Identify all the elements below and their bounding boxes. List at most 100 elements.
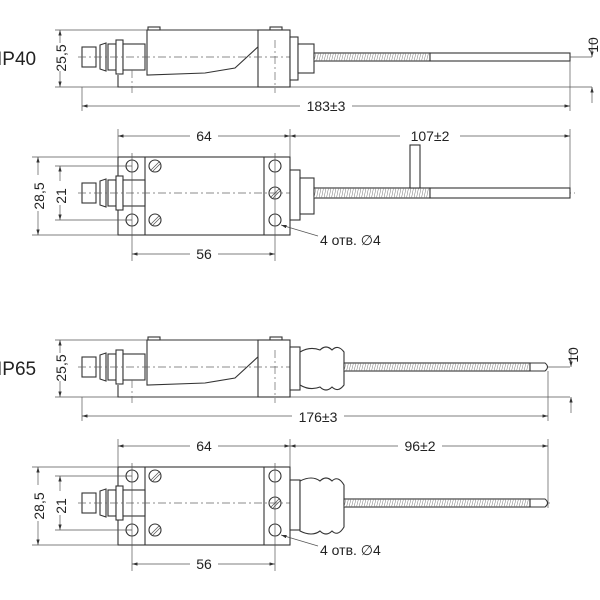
lid-tab xyxy=(147,336,161,341)
rod-tip xyxy=(529,498,549,508)
thread-line xyxy=(318,52,322,62)
thread-line xyxy=(366,52,369,62)
thread-line xyxy=(513,362,517,372)
thread-line xyxy=(426,362,429,372)
thread-line xyxy=(383,498,387,508)
thread-line xyxy=(478,498,482,508)
thread-line xyxy=(476,498,479,508)
thread-line xyxy=(423,362,427,372)
thread-line xyxy=(408,362,412,372)
thread-line xyxy=(523,498,527,508)
thread-line xyxy=(406,187,409,199)
thread-line xyxy=(508,498,512,508)
thread-line xyxy=(396,187,399,199)
total-length-dim: 176±3 xyxy=(299,409,338,425)
thread-line xyxy=(316,187,319,199)
actuator-flag xyxy=(409,144,421,189)
thread-line xyxy=(358,498,362,508)
thread-line xyxy=(483,498,487,508)
thread-line xyxy=(456,498,459,508)
thread-line xyxy=(496,498,499,508)
thread-line xyxy=(383,52,387,62)
thread-line xyxy=(348,52,352,62)
thread-line xyxy=(343,362,347,372)
thread-line xyxy=(388,498,392,508)
thread-line xyxy=(526,498,529,508)
bellows xyxy=(299,477,345,535)
thread-line xyxy=(351,362,354,372)
thread-line xyxy=(393,52,397,62)
thread-line xyxy=(391,362,394,372)
thread-line xyxy=(421,52,424,62)
thread-line xyxy=(331,52,334,62)
thread-line xyxy=(471,498,474,508)
side-view xyxy=(55,336,573,421)
thread-line xyxy=(368,187,372,199)
thread-line xyxy=(378,498,382,508)
hole-spacing-y-dim: 21 xyxy=(53,188,69,204)
thread-line xyxy=(321,187,324,199)
thread-line xyxy=(388,52,392,62)
thread-line xyxy=(518,362,522,372)
thread-line xyxy=(368,52,372,62)
total-length-dim: 183±3 xyxy=(307,98,346,114)
variant-label: IP65 xyxy=(0,359,36,380)
top-view xyxy=(32,439,552,571)
thread-line xyxy=(503,362,507,372)
thread-line xyxy=(431,362,434,372)
thread-line xyxy=(401,187,404,199)
thread-line xyxy=(366,362,369,372)
screw-slot xyxy=(150,215,160,225)
thread-line xyxy=(516,498,519,508)
plunger-ring xyxy=(99,42,107,72)
thread-line xyxy=(473,362,477,372)
thread-line xyxy=(481,498,484,508)
thread-line xyxy=(356,52,359,62)
thread-line xyxy=(381,52,384,62)
thread-line xyxy=(323,52,327,62)
thread-line xyxy=(348,498,352,508)
thread-line xyxy=(333,52,337,62)
lid-tab xyxy=(147,26,161,31)
thread-line xyxy=(351,187,354,199)
boss xyxy=(297,43,315,74)
thread-line xyxy=(376,52,379,62)
thread-line xyxy=(503,498,507,508)
thread-line xyxy=(498,362,502,372)
thread-line xyxy=(451,498,454,508)
thread-line xyxy=(423,498,427,508)
thread-line xyxy=(346,362,349,372)
thread-line xyxy=(351,498,354,508)
screw-slot xyxy=(152,163,161,172)
thread-line xyxy=(328,187,332,199)
thread-line xyxy=(526,362,529,372)
thread-line xyxy=(401,498,404,508)
thread-line xyxy=(338,52,342,62)
thread-line xyxy=(438,362,442,372)
thread-line xyxy=(368,498,372,508)
screw-slot xyxy=(272,500,281,509)
thread-line xyxy=(373,362,377,372)
hole-spacing-x-dim: 56 xyxy=(196,556,212,572)
thread-line xyxy=(418,362,422,372)
thread-line xyxy=(398,498,402,508)
leader-line xyxy=(280,534,319,547)
screw-slot xyxy=(152,217,161,226)
thread-line xyxy=(358,362,362,372)
thread-line xyxy=(483,362,487,372)
thread-line xyxy=(421,187,424,199)
thread-line xyxy=(321,52,324,62)
thread-line xyxy=(361,498,364,508)
thread-line xyxy=(508,362,512,372)
thread-line xyxy=(383,187,387,199)
thread-line xyxy=(443,362,447,372)
thread-line xyxy=(496,362,499,372)
thread-line xyxy=(401,362,404,372)
thread-line xyxy=(396,362,399,372)
thread-line xyxy=(411,52,414,62)
thread-line xyxy=(353,187,357,199)
hole-spacing-y-dim: 21 xyxy=(53,498,69,514)
thread-line xyxy=(416,498,419,508)
rod-tip xyxy=(529,362,549,372)
thread-line xyxy=(451,362,454,372)
